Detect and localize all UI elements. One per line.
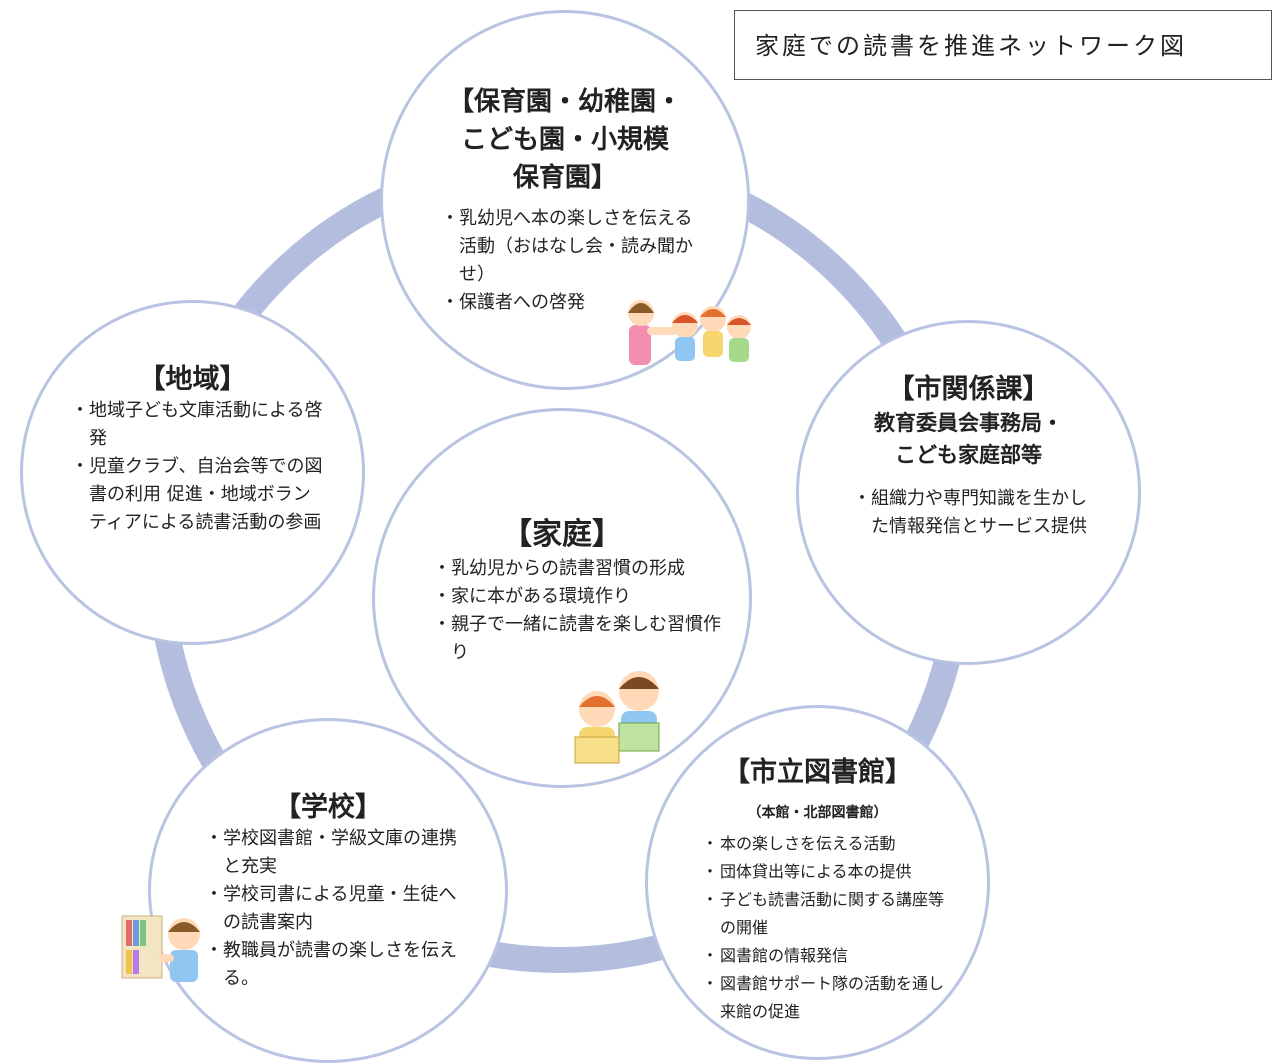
node-school-bullets: 学校図書館・学級文庫の連携と充実 学校司書による児童・生徒への読書案内 教職員が…: [205, 825, 457, 993]
node-community-bullets: 地域子ども文庫活動による啓発 児童クラブ、自治会等での図書の利用 促進・地域ボラ…: [71, 397, 323, 537]
parent-child-reading-illustration: [574, 671, 660, 764]
list-item: 乳幼児へ本の楽しさを伝える活動（おはなし会・読み聞かせ）: [441, 205, 703, 289]
node-community-title: 【地域】: [138, 364, 247, 395]
list-item: 乳幼児からの読書習慣の形成: [433, 555, 725, 583]
node-nursery-bullets: 乳幼児へ本の楽しさを伝える活動（おはなし会・読み聞かせ） 保護者への啓発: [441, 205, 703, 317]
list-item: 保護者への啓発: [441, 289, 703, 317]
list-item: 図書館の情報発信: [702, 942, 954, 970]
node-library-title: 【市立図書館】: [723, 757, 912, 788]
node-nursery-title: 【保育園・幼稚園・ こども園・小規模 保育園】: [447, 87, 682, 193]
list-item: 家に本がある環境作り: [433, 583, 725, 611]
node-home-title: 【家庭】: [502, 517, 622, 552]
school-child-bookshelf-illustration: [121, 915, 200, 982]
node-city-subtitle: 教育委員会事務局・ こども家庭部等: [874, 411, 1063, 467]
node-city-title: 【市関係課】: [887, 374, 1050, 405]
list-item: 学校図書館・学級文庫の連携と充実: [205, 825, 457, 881]
node-community: 【地域】 地域子ども文庫活動による啓発 児童クラブ、自治会等での図書の利用 促進…: [20, 300, 365, 645]
node-library-bullets: 本の楽しさを伝える活動 団体貸出等による本の提供 子ども読書活動に関する講座等の…: [702, 830, 954, 1026]
list-item: 組織力や専門知識を生かした情報発信とサービス提供: [853, 485, 1091, 541]
list-item: 図書館サポート隊の活動を通し来館の促進: [702, 970, 954, 1026]
list-item: 親子で一緒に読書を楽しむ習慣作り: [433, 611, 725, 667]
node-library-subtitle: （本館・北部図書館）: [747, 805, 888, 821]
node-city-departments: 【市関係課】 教育委員会事務局・ こども家庭部等 組織力や専門知識を生かした情報…: [796, 320, 1141, 665]
node-home-bullets: 乳幼児からの読書習慣の形成 家に本がある環境作り 親子で一緒に読書を楽しむ習慣作…: [433, 555, 725, 667]
diagram-title: 家庭での読書を推進ネットワーク図: [734, 10, 1272, 80]
list-item: 地域子ども文庫活動による啓発: [71, 397, 323, 453]
node-city-bullets: 組織力や専門知識を生かした情報発信とサービス提供: [853, 485, 1091, 541]
node-school-title: 【学校】: [274, 792, 382, 823]
list-item: 本の楽しさを伝える活動: [702, 830, 954, 858]
node-home: 【家庭】 乳幼児からの読書習慣の形成 家に本がある環境作り 親子で一緒に読書を楽…: [372, 408, 752, 788]
list-item: 児童クラブ、自治会等での図書の利用 促進・地域ボランティアによる読書活動の参画: [71, 453, 323, 537]
node-school: 【学校】 学校図書館・学級文庫の連携と充実 学校司書による児童・生徒への読書案内…: [148, 718, 508, 1063]
list-item: 学校司書による児童・生徒への読書案内: [205, 881, 457, 937]
list-item: 子ども読書活動に関する講座等の開催: [702, 886, 954, 942]
list-item: 団体貸出等による本の提供: [702, 858, 954, 886]
list-item: 教職員が読書の楽しさを伝える。: [205, 937, 457, 993]
node-city-library: 【市立図書館】 （本館・北部図書館） 本の楽しさを伝える活動 団体貸出等による本…: [645, 705, 990, 1060]
nursery-teacher-children-illustration: [628, 300, 751, 365]
node-nursery: 【保育園・幼稚園・ こども園・小規模 保育園】 乳幼児へ本の楽しさを伝える活動（…: [380, 10, 751, 390]
